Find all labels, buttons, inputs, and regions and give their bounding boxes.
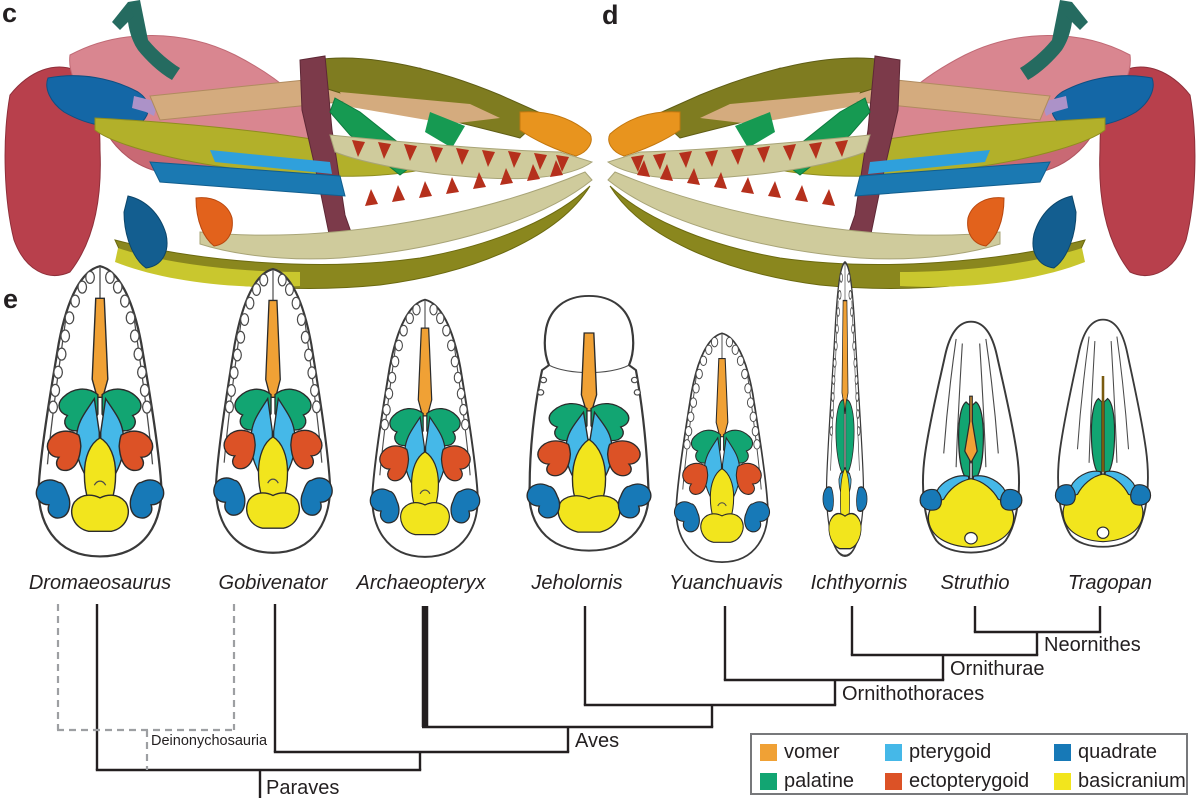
legend-label: ectopterygoid bbox=[909, 770, 1030, 792]
skull-diagram-struthio bbox=[909, 316, 1033, 568]
pterygoid-strut-bone bbox=[149, 161, 346, 197]
legend-item-basicranium: basicranium bbox=[1054, 771, 1186, 791]
ectopterygoid-swatch bbox=[885, 772, 902, 790]
taxon-label-dromaeosaurus: Dromaeosaurus bbox=[28, 572, 172, 594]
panel-c-skull-render bbox=[4, 0, 594, 289]
palatine-strut-bone bbox=[210, 150, 332, 174]
clade-label-aves: Aves bbox=[575, 730, 620, 752]
taxon-label-archaeopteryx: Archaeopteryx bbox=[356, 572, 486, 594]
legend-item-vomer: vomer bbox=[760, 742, 840, 762]
palatine-swatch bbox=[760, 772, 777, 790]
legend-label: pterygoid bbox=[909, 741, 992, 763]
legend-label: vomer bbox=[784, 741, 840, 763]
palatine-3d-bone bbox=[425, 112, 465, 148]
clade-label-deinonychosauria: Deinonychosauria bbox=[151, 733, 268, 749]
clade-label-ornithothoraces: Ornithothoraces bbox=[842, 683, 985, 705]
dentary-bone bbox=[199, 171, 593, 260]
taxon-label-tragopan: Tragopan bbox=[1067, 572, 1153, 594]
taxon-label-struthio: Struthio bbox=[940, 572, 1010, 594]
taxon-label-yuanchuavis: Yuanchuavis bbox=[669, 572, 783, 594]
legend-item-pterygoid: pterygoid bbox=[885, 742, 991, 762]
bone-color-legend: vomer pterygoid quadrate palatine ectopt… bbox=[750, 733, 1188, 795]
taxon-label-jeholornis: Jeholornis bbox=[531, 572, 623, 594]
skull-diagram-tragopan bbox=[1045, 314, 1161, 562]
stapes-bone bbox=[132, 96, 158, 116]
quadrate-swatch bbox=[1054, 743, 1071, 761]
furcula-bone bbox=[127, 0, 180, 80]
splenial-bone bbox=[115, 248, 300, 287]
clade-label-ornithurae: Ornithurae bbox=[950, 658, 1045, 680]
premaxilla-bone bbox=[519, 111, 592, 157]
deinonychosauria-dashed-branches bbox=[56, 604, 236, 770]
legend-item-ectopterygoid: ectopterygoid bbox=[885, 771, 1029, 791]
maxilla-strip-bone bbox=[340, 92, 500, 124]
clade-label-paraves: Paraves bbox=[266, 777, 340, 799]
panel-c-label: c bbox=[2, 0, 18, 28]
legend-label: basicranium bbox=[1078, 770, 1186, 792]
struthio-vomer-bone bbox=[964, 395, 978, 464]
legend-label: quadrate bbox=[1078, 741, 1157, 763]
legend-item-quadrate: quadrate bbox=[1054, 742, 1157, 762]
taxon-label-gobivenator: Gobivenator bbox=[218, 572, 328, 594]
pterygoid-swatch bbox=[885, 743, 902, 761]
furcula-prong bbox=[112, 2, 134, 30]
legend-label: palatine bbox=[784, 770, 855, 792]
vomer-swatch bbox=[760, 743, 777, 761]
panel-e-label: e bbox=[3, 284, 19, 314]
clade-label-neornithes: Neornithes bbox=[1044, 634, 1141, 656]
panel-d-label: d bbox=[602, 0, 619, 30]
quadrate-3d-bone bbox=[123, 195, 168, 269]
taxon-label-ichthyornis: Ichthyornis bbox=[810, 572, 908, 594]
ectopterygoid-3d-bone bbox=[195, 197, 233, 247]
basicranium-swatch bbox=[1054, 772, 1071, 790]
legend-item-palatine: palatine bbox=[760, 771, 854, 791]
